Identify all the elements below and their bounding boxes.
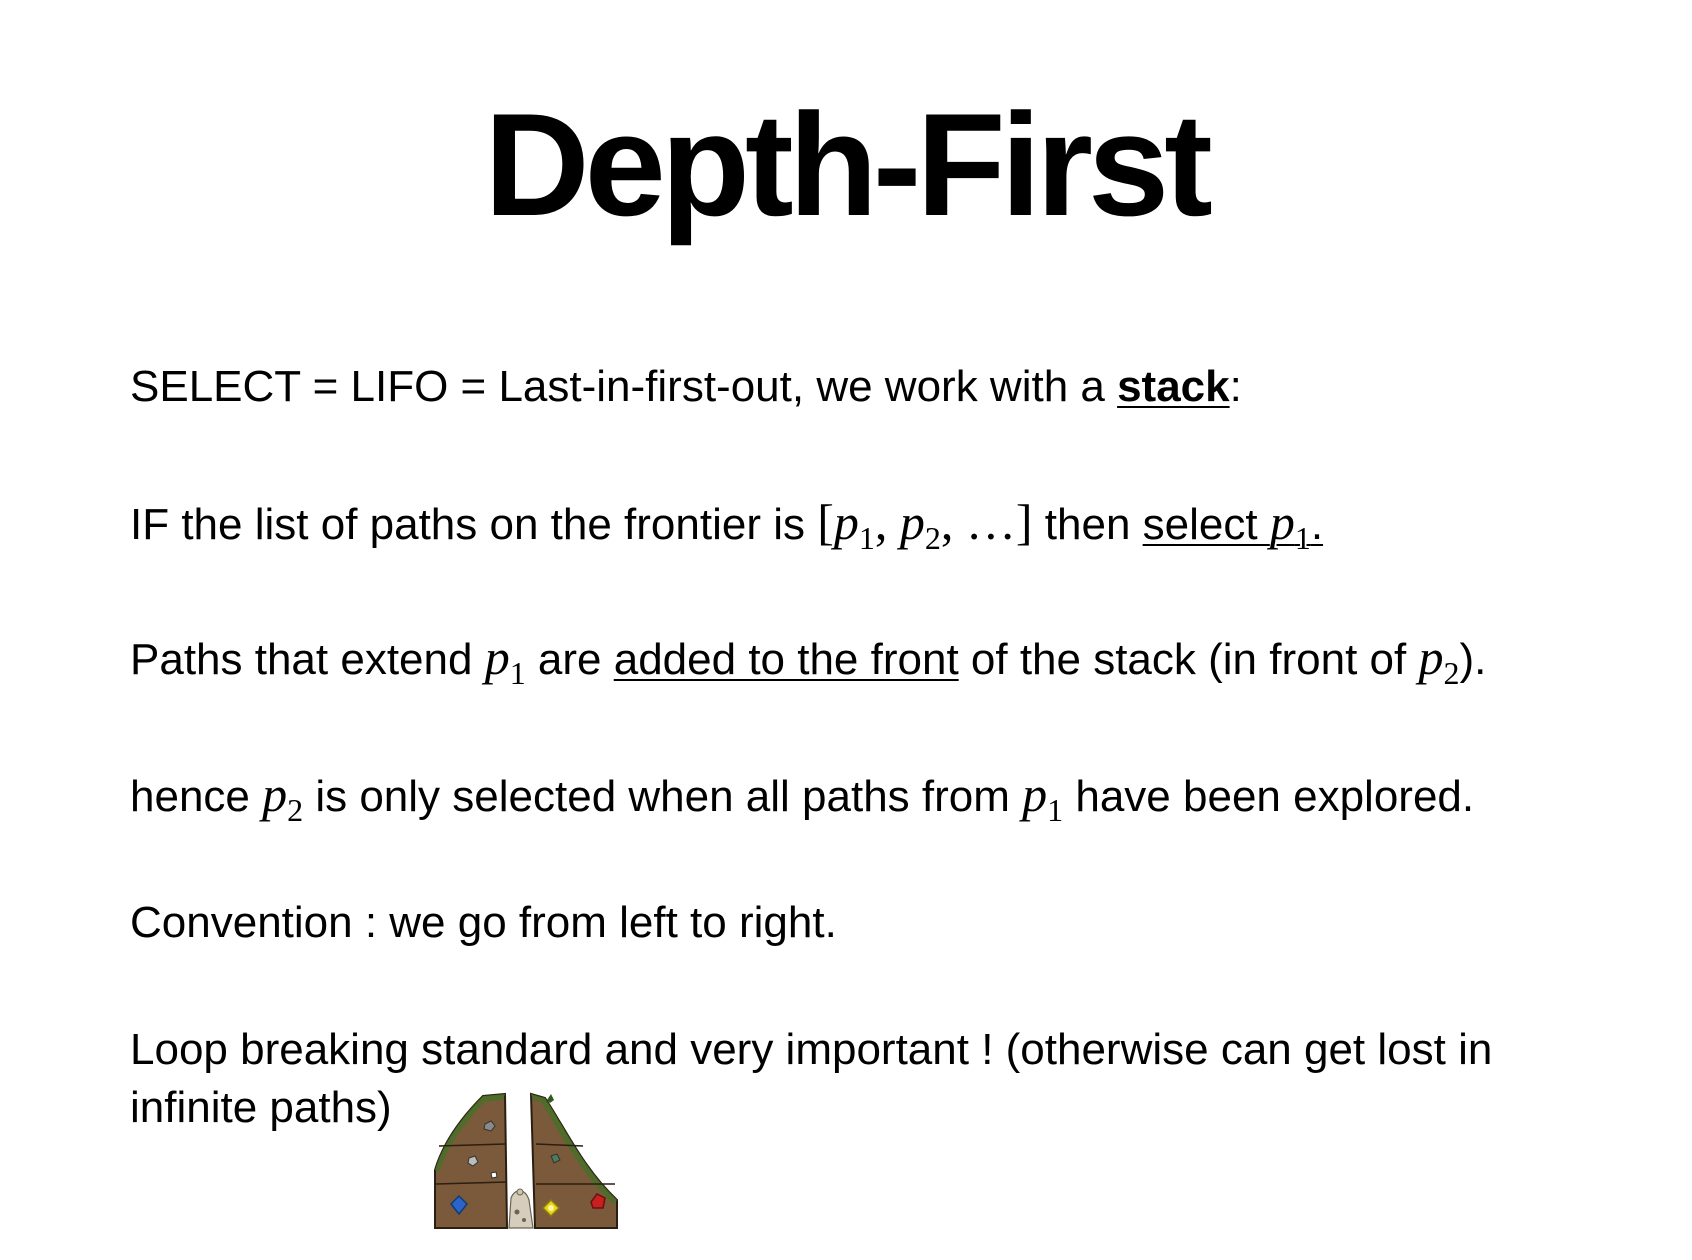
text-segment: is only selected when all paths from	[303, 772, 1023, 821]
text-segment: hence	[130, 772, 263, 821]
math-var: p	[1418, 629, 1444, 685]
frontier-list-formula: [p1, p2, …]	[817, 494, 1033, 554]
text-segment: of the stack (in front of	[958, 635, 1419, 684]
select-word: select	[1142, 500, 1270, 549]
text-segment: ).	[1459, 635, 1487, 684]
text-segment: have been explored.	[1063, 772, 1475, 821]
select-p1-phrase: select p1.	[1142, 494, 1324, 554]
comma: ,	[874, 494, 900, 550]
math-var: p	[899, 494, 925, 550]
loop-breaking-line: Loop breaking standard and very importan…	[130, 1025, 1493, 1074]
text-segment: IF the list of paths on the frontier is	[130, 500, 818, 549]
text-segment: SELECT = LIFO = Last-in-first-out, we wo…	[130, 362, 1118, 411]
math-sub: 1	[1294, 520, 1311, 556]
stack-keyword: stack	[1117, 362, 1230, 411]
math-sub: 1	[858, 520, 875, 556]
math-sub: 2	[924, 520, 941, 556]
convention-line: Convention : we go from left to right.	[130, 898, 837, 947]
frontier-line: IF the list of paths on the frontier is …	[130, 493, 1323, 554]
text-segment: :	[1229, 362, 1242, 411]
math-var: p	[262, 766, 288, 822]
hence-line: hence p2 is only selected when all paths…	[130, 765, 1474, 826]
math-sub: 1	[509, 655, 526, 691]
loop-breaking-line-continued: infinite paths)	[130, 1083, 392, 1132]
p1-formula: p1	[1022, 766, 1063, 826]
text-segment: then	[1032, 500, 1143, 549]
math-sub: 2	[287, 792, 304, 828]
math-var: p	[484, 629, 510, 685]
added-to-front-phrase: added to the front	[613, 635, 959, 684]
ellipsis: , …]	[940, 494, 1033, 550]
math-var: p	[1022, 766, 1048, 822]
slide-title: Depth-First	[484, 83, 1213, 246]
math-var: p	[833, 494, 859, 550]
select-lifo-line: SELECT = LIFO = Last-in-first-out, we wo…	[130, 358, 1242, 416]
p2-formula: p2	[262, 766, 303, 826]
text-segment: are	[525, 635, 614, 684]
math-sub: 2	[1443, 655, 1460, 691]
bracket: [	[817, 494, 834, 550]
p1-formula: p1	[484, 629, 526, 689]
split-mountain-with-gems-icon	[434, 1092, 618, 1229]
text-segment: Paths that extend	[130, 635, 485, 684]
extend-line: Paths that extend p1 are added to the fr…	[130, 628, 1486, 689]
math-sub: 1	[1047, 792, 1064, 828]
p2-formula: p2	[1418, 629, 1459, 689]
math-var: p	[1269, 494, 1295, 550]
period: .	[1310, 500, 1324, 549]
